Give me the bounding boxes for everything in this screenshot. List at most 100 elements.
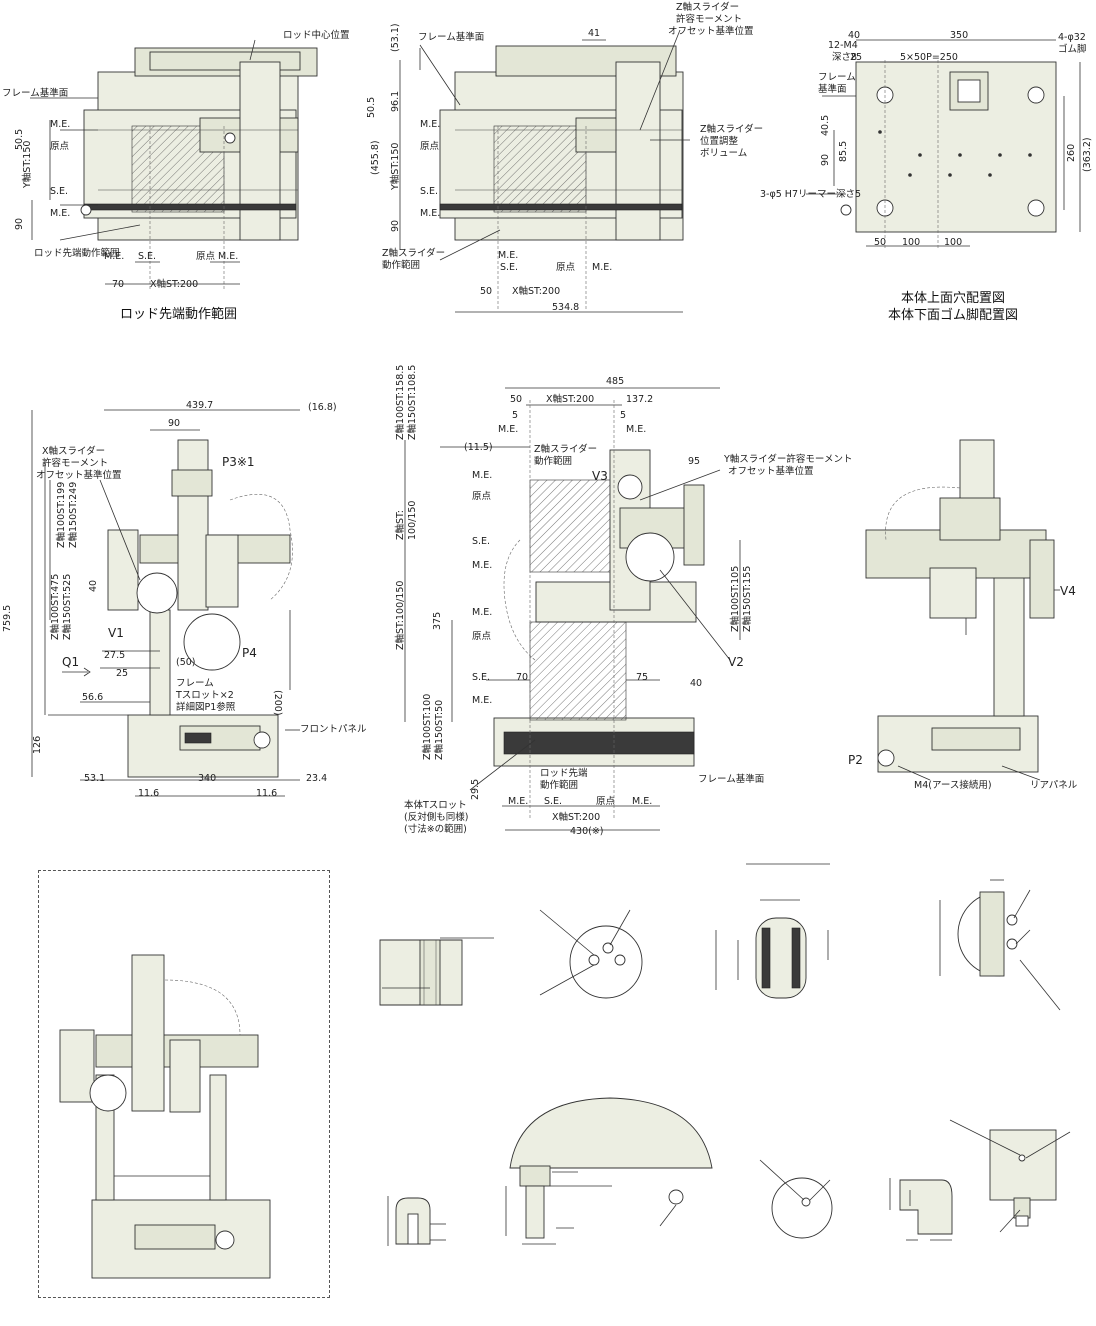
label-d485: 485 (606, 376, 624, 387)
label-p4: P4 (242, 646, 257, 660)
label-d27-5: 27.5 (104, 650, 125, 661)
label-rubber-1: 4-φ32 (1058, 32, 1086, 43)
label-frame-ref-3b: 基準面 (818, 83, 847, 95)
label-d70-1: 70 (112, 279, 124, 290)
label-rod-range-2: ロッド先端 (540, 767, 588, 779)
label-rubber-2: ゴム脚 (1058, 43, 1087, 55)
label-z100-475: Z軸100ST:475 (49, 574, 61, 640)
label-me-2: M.E. (50, 208, 70, 219)
caption-holes: 本体上面穴配置図 本体下面ゴム脚配置図 (888, 290, 1018, 324)
ap-dimension-box (38, 870, 330, 1298)
label-d11-5: (11.5) (464, 442, 493, 453)
label-z150-50: Z軸150ST:50 (433, 700, 445, 760)
label-z150-525: Z軸150ST:525 (61, 574, 73, 640)
caption-holes-line-1: 本体上面穴配置図 (901, 291, 1006, 306)
label-d126: 126 (32, 736, 43, 754)
label-me-10: M.E. (626, 424, 646, 435)
label-d50-4: 50 (510, 394, 522, 405)
view-top-rod-range: ロッド中心位置 フレーム基準面 M.E. 原点 S.E. M.E. ロッド先端動… (2, 29, 350, 290)
label-d50-paren: (50) (176, 657, 196, 668)
label-d70-2: 70 (516, 672, 528, 683)
label-d50-5-2: 50.5 (366, 97, 377, 118)
label-x-moment-3: オフセット基準位置 (36, 469, 122, 481)
label-d50-2: 50 (480, 286, 492, 297)
label-y-st-2: Y軸ST:150 (389, 143, 401, 191)
label-frame-slot-1: フレーム (176, 678, 214, 689)
label-d5-2: 5 (620, 410, 626, 421)
view-side-left: 439.7 (16.8) 90 X軸スライダー 許容モーメント オフセット基準位… (2, 400, 367, 799)
label-d5-1: 5 (512, 410, 518, 421)
label-me-12: M.E. (472, 560, 492, 571)
label-d350: 350 (950, 30, 968, 41)
view-side-center: Z軸100ST:158.5 Z軸150ST:108.5 485 50 X軸ST:… (394, 365, 853, 837)
label-se-7: S.E. (544, 796, 562, 807)
label-z-adj-3: ボリューム (700, 148, 747, 159)
label-se-2: S.E. (138, 251, 156, 262)
label-d11-6a: 11.6 (138, 788, 159, 799)
label-me-5: M.E. (420, 119, 440, 130)
label-reamer: 3-φ5 H7リーマー深さ5 (760, 189, 861, 200)
label-d90-2: 90 (390, 220, 401, 232)
label-z-range-1: Z軸スライダー (382, 247, 445, 259)
label-x-st-1: X軸ST:200 (150, 278, 198, 290)
detail-p4 (505, 1097, 713, 1245)
label-y-st-1: Y軸ST:150 (21, 141, 33, 189)
label-d90-4: 90 (168, 418, 180, 429)
label-y-moment-1: Y軸スライダー許容モーメント (723, 453, 853, 465)
label-rear-panel: リアパネル (1030, 780, 1078, 791)
detail-v2 (939, 879, 1061, 1011)
label-v1: V1 (108, 626, 124, 640)
label-d40-2: 40 (88, 580, 99, 592)
label-p3: P3※1 (222, 455, 255, 469)
label-d11-6b: 11.6 (256, 788, 277, 799)
label-x-st-2: X軸ST:200 (512, 285, 560, 297)
label-d50-5-1: 50.5 (14, 129, 25, 150)
label-origin-5: 原点 (472, 491, 492, 502)
label-d137-2: 137.2 (626, 394, 653, 405)
label-se-1: S.E. (50, 186, 68, 197)
detail-v1 (539, 909, 643, 999)
label-x-st-3: X軸ST:200 (546, 393, 594, 405)
label-origin-7: 原点 (596, 796, 616, 807)
label-z100-100: Z軸100ST:100 (421, 694, 433, 760)
label-d85-5: 85.5 (838, 141, 849, 162)
label-v3: V3 (592, 469, 608, 483)
label-me-14: M.E. (472, 695, 492, 706)
label-d40-5: 40.5 (820, 115, 831, 136)
label-rod-range-3: 動作範囲 (540, 779, 578, 791)
label-se-3: S.E. (420, 186, 438, 197)
caption-holes-line-2: 本体下面ゴム脚配置図 (888, 308, 1019, 323)
label-d95: 95 (688, 456, 700, 467)
detail-p3 (715, 863, 830, 999)
label-se-4: S.E. (500, 262, 518, 273)
label-d363-2: (363.2) (1082, 137, 1093, 172)
label-slot-1: 本体Tスロット (404, 799, 467, 811)
label-me-9: M.E. (498, 424, 518, 435)
label-z-adj-2: 位置調整 (700, 135, 739, 147)
label-v2: V2 (728, 655, 744, 669)
label-me-8: M.E. (592, 262, 612, 273)
label-d40-1: 40 (848, 30, 860, 41)
label-z-moment-2: 許容モーメント (676, 13, 742, 25)
label-d759-5: 759.5 (2, 605, 13, 632)
label-d260: 260 (1066, 144, 1077, 162)
label-rod-center: ロッド中心位置 (283, 29, 350, 41)
label-d90-3: 90 (820, 154, 831, 166)
label-d100-1: 100 (902, 237, 920, 248)
caption-rod-range-line: ロッド先端動作範囲 (120, 307, 238, 322)
label-me-6: M.E. (420, 208, 440, 219)
label-me-11: M.E. (472, 470, 492, 481)
label-d29-5: 29.5 (470, 779, 481, 800)
view-hole-layout: 12-M4 深さ8 フレーム 基準面 40 350 25 5×50P=250 4… (760, 30, 1093, 250)
label-d75: 75 (636, 672, 648, 683)
label-se-6: S.E. (472, 672, 490, 683)
detail-p2 (889, 1178, 953, 1241)
label-d534-8: 534.8 (552, 302, 579, 313)
label-pitch: 5×50P=250 (900, 52, 958, 63)
detail-q1 (379, 937, 494, 1006)
label-d100-2: 100 (944, 237, 962, 248)
label-x-moment-1: X軸スライダー (42, 445, 105, 457)
label-me-13: M.E. (472, 607, 492, 618)
label-frame-slot-2: Tスロット×2 (175, 690, 234, 701)
